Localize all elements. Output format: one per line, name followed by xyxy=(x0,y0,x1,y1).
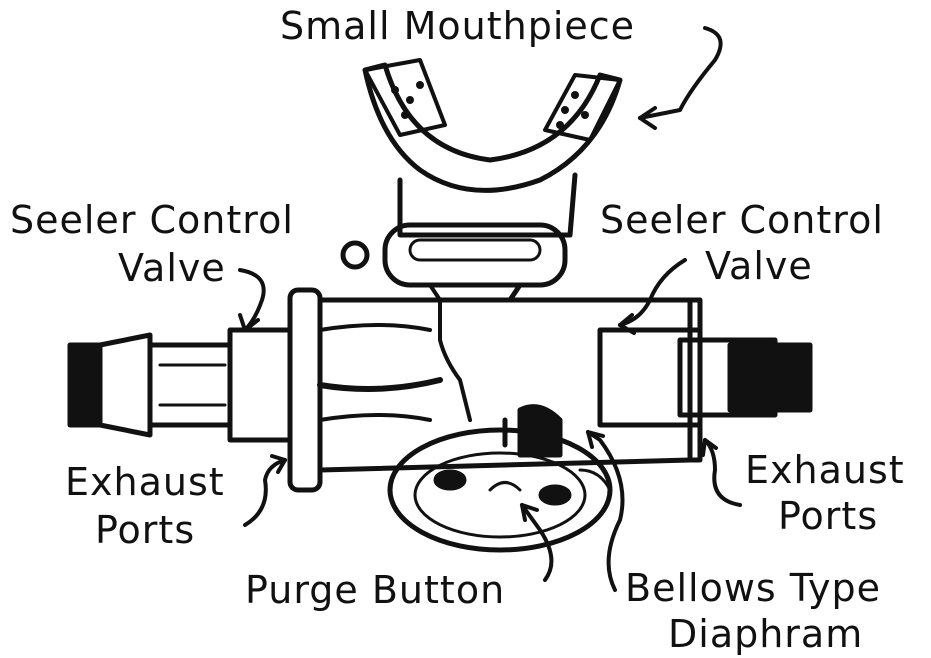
label-left-exhaust-1: Exhaust xyxy=(65,460,225,504)
label-right-exhaust-1: Exhaust xyxy=(745,448,905,492)
right-valve-assembly xyxy=(597,297,813,463)
label-left-exhaust-2: Ports xyxy=(95,508,196,552)
mouthpiece xyxy=(340,58,623,422)
label-right-exhaust-2: Ports xyxy=(778,494,879,538)
label-purge-button: Purge Button xyxy=(245,568,506,612)
label-right-seeler-valve-2: Valve xyxy=(705,244,813,288)
pointer-arrows xyxy=(238,26,742,592)
label-bellows-1: Bellows Type xyxy=(625,566,882,610)
label-left-seeler-valve-2: Valve xyxy=(118,246,226,290)
label-left-seeler-valve-1: Seeler Control xyxy=(10,198,294,242)
label-right-seeler-valve-1: Seeler Control xyxy=(600,198,884,242)
diaphragm-housing xyxy=(387,404,613,553)
label-bellows-2: Diaphram xyxy=(668,612,864,656)
hose-fitting xyxy=(67,327,293,443)
regulator-body xyxy=(287,287,693,493)
label-small-mouthpiece: Small Mouthpiece xyxy=(280,4,636,48)
